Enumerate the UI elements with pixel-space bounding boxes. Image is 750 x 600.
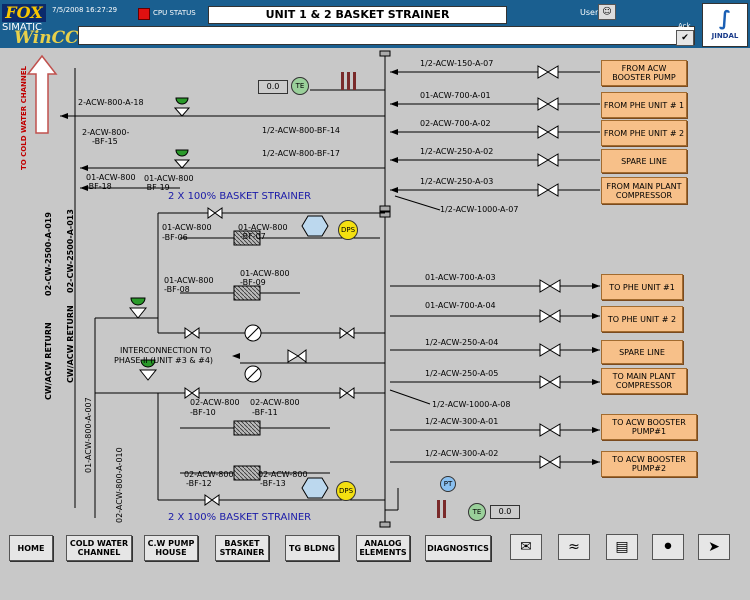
datetime: 7/5/2008 16:27:29	[52, 6, 118, 14]
jindal-logo: ∫JINDAL	[702, 3, 748, 47]
pipe-label-incoming: 01-ACW-700-A-01	[420, 91, 491, 100]
valve-label: 01-ACW-800	[238, 223, 288, 232]
nav-diagnostics[interactable]: DIAGNOSTICS	[425, 535, 491, 561]
to-acw-booster-pump1-button[interactable]: TO ACW BOOSTER PUMP#1	[601, 414, 697, 440]
from-phe-unit1-button[interactable]: FROM PHE UNIT # 1	[601, 92, 687, 118]
valve-label: 2-ACW-800-	[82, 128, 130, 137]
user-label: User	[580, 8, 599, 17]
interconnection-label: PHASE II (UNIT #3 & #4)	[114, 356, 214, 365]
nav-cw-pump-house[interactable]: C.W PUMP HOUSE	[144, 535, 198, 561]
strainer-title-lower: 2 X 100% BASKET STRAINER	[168, 512, 312, 523]
nav-analog-elements[interactable]: ANALOG ELEMENTS	[356, 535, 410, 561]
interconnection-label: INTERCONNECTION TO	[120, 346, 212, 355]
key-icon[interactable]: ⚫	[652, 534, 684, 560]
te-value-bottom: 0.0	[490, 505, 520, 519]
trend-icon[interactable]: ≈	[558, 534, 590, 560]
message-bar[interactable]	[78, 26, 695, 45]
fox-logo: FOX	[2, 4, 46, 22]
valve-label: 01-ACW-800	[164, 276, 214, 285]
valve-label: 01-ACW-800	[240, 269, 290, 278]
cpu-status-indicator	[138, 8, 150, 20]
nav-bar: HOME COLD WATER CHANNEL C.W PUMP HOUSE B…	[0, 533, 750, 600]
wincc-logo: WinCC	[14, 28, 79, 48]
pipe-label-outgoing: 1/2-ACW-300-A-01	[425, 417, 499, 426]
dps-lower[interactable]: DPS	[336, 481, 356, 501]
valve-label: -BF-15	[92, 137, 118, 146]
spare-line-in-button[interactable]: SPARE LINE	[601, 149, 687, 173]
valve-label: 1/2-ACW-800-BF-14	[262, 126, 341, 135]
pipe-label-cw-a013: 02-CW-2500-A-013	[66, 209, 75, 293]
header-bar: FOX SIMATIC WinCC 7/5/2008 16:27:29 CPU …	[0, 0, 750, 48]
from-main-plant-compressor-button[interactable]: FROM MAIN PLANT COMPRESSOR	[601, 177, 687, 204]
pipe-label-cw-a019: 02-CW-2500-A-019	[44, 212, 53, 296]
valve-label: 01-ACW-800	[86, 173, 136, 182]
pipe-label-incoming: 02-ACW-700-A-02	[420, 119, 491, 128]
to-cold-water-label: TO COLD WATER CHANNEL	[20, 66, 28, 170]
valve-label: 02-ACW-800	[190, 398, 240, 407]
pipe-label-acw-a007: 01-ACW-800-A-007	[84, 397, 93, 473]
pipe-label-outgoing: 01-ACW-700-A-04	[425, 301, 496, 310]
to-phe-unit1-button[interactable]: TO PHE UNIT #1	[601, 274, 683, 300]
cpu-status-label: CPU STATUS	[153, 9, 196, 17]
valve-label: -BF-10	[190, 408, 216, 417]
valve-label: -BF-08	[164, 285, 190, 294]
valve-label: -BF-13	[260, 479, 286, 488]
alarm-icon[interactable]: ✉	[510, 534, 542, 560]
temperature-element-bottom[interactable]: TE	[468, 503, 486, 521]
to-phe-unit2-button[interactable]: TO PHE UNIT # 2	[601, 306, 683, 332]
valve-label: 02-ACW-800	[250, 398, 300, 407]
valve-label: -BF-19	[144, 183, 170, 192]
spare-line-out-button[interactable]: SPARE LINE	[601, 340, 683, 364]
pipe-label-incoming: 1/2-ACW-250-A-02	[420, 147, 494, 156]
report-icon[interactable]: ▤	[606, 534, 638, 560]
user-login-icon[interactable]: ☺	[598, 4, 616, 20]
dps-upper[interactable]: DPS	[338, 220, 358, 240]
header-pipe-label: 1/2-ACW-1000-A-08	[432, 400, 511, 409]
pipe-label-outgoing: 01-ACW-700-A-03	[425, 273, 496, 282]
temperature-element-top[interactable]: TE	[291, 77, 309, 95]
valve-label: -BF-18	[86, 182, 112, 191]
page-title: UNIT 1 & 2 BASKET STRAINER	[208, 6, 507, 24]
valve-label: 02-ACW-800	[184, 470, 234, 479]
nav-cold-water-channel[interactable]: COLD WATER CHANNEL	[66, 535, 132, 561]
cw-acw-return-label-2: CW/ACW RETURN	[66, 305, 75, 383]
from-acw-booster-button[interactable]: FROM ACW BOOSTER PUMP	[601, 60, 687, 86]
pipe-label-incoming: 1/2-ACW-150-A-07	[420, 59, 494, 68]
pipe-label-acw-a010: 02-ACW-800-A-010	[115, 447, 124, 523]
exit-icon[interactable]: ➤	[698, 534, 730, 560]
valve-label: 02-ACW-800	[258, 470, 308, 479]
pipe-label-outgoing: 1/2-ACW-300-A-02	[425, 449, 499, 458]
valve-label: -BF-06	[162, 233, 188, 242]
valve-label: -BF-12	[186, 479, 212, 488]
te-value-top: 0.0	[258, 80, 288, 94]
header-pipe-label: 1/2-ACW-1000-A-07	[440, 205, 519, 214]
nav-basket-strainer[interactable]: BASKET STRAINER	[215, 535, 269, 561]
pressure-transmitter[interactable]: PT	[440, 476, 456, 492]
pipe-label-outgoing: 1/2-ACW-250-A-05	[425, 369, 499, 378]
valve-label: -BF-11	[252, 408, 278, 417]
process-diagram: TO COLD WATER CHANNEL CW/ACW RETURN CW/A…	[0, 48, 750, 533]
to-acw-booster-pump2-button[interactable]: TO ACW BOOSTER PUMP#2	[601, 451, 697, 477]
nav-home[interactable]: HOME	[9, 535, 53, 561]
from-phe-unit2-button[interactable]: FROM PHE UNIT # 2	[601, 120, 687, 146]
pipe-label: 2-ACW-800-A-18	[78, 98, 144, 107]
nav-tg-bldng[interactable]: TG BLDNG	[285, 535, 339, 561]
pipe-label-incoming: 1/2-ACW-250-A-03	[420, 177, 494, 186]
ack-label: Ack	[678, 22, 691, 30]
strainer-title-upper: 2 X 100% BASKET STRAINER	[168, 191, 312, 202]
pipe-label-outgoing: 1/2-ACW-250-A-04	[425, 338, 499, 347]
valve-label: 01-ACW-800	[162, 223, 212, 232]
valve-label: -BF-09	[240, 278, 266, 287]
simatic-label: SIMATIC	[2, 22, 43, 33]
valve-label: 1/2-ACW-800-BF-17	[262, 149, 341, 158]
ack-button[interactable]: ✔	[676, 30, 694, 46]
to-main-plant-compressor-button[interactable]: TO MAIN PLANT COMPRESSOR	[601, 368, 687, 394]
cw-acw-return-label-1: CW/ACW RETURN	[44, 322, 53, 400]
valve-label: -BF-07	[240, 232, 266, 241]
valve-label: 01-ACW-800	[144, 174, 194, 183]
